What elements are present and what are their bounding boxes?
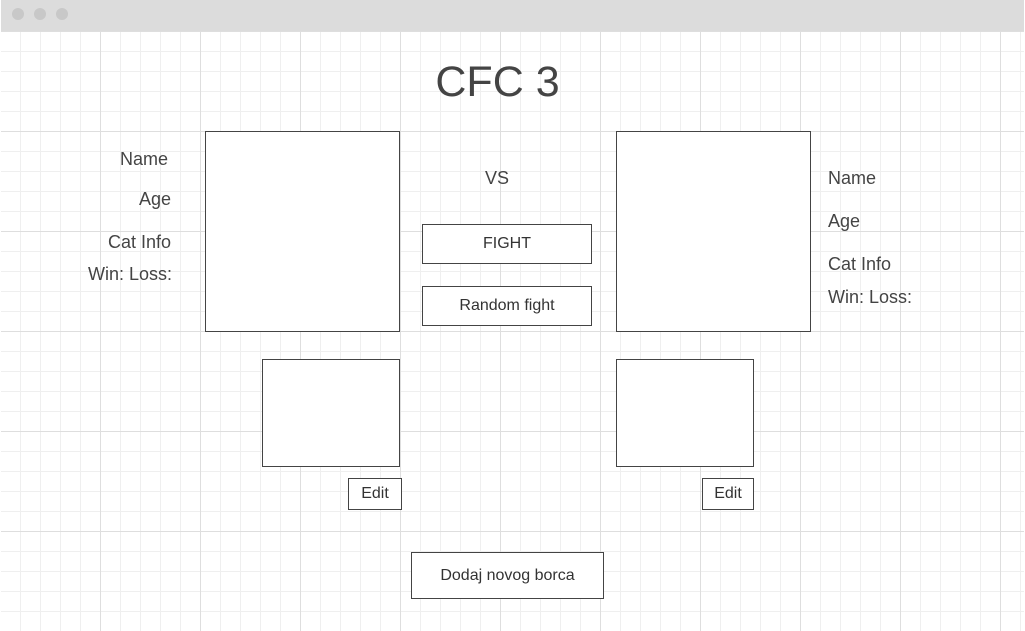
add-fighter-button[interactable]: Dodaj novog borca bbox=[411, 552, 604, 599]
right-win-loss-label: Win: Loss: bbox=[828, 287, 913, 307]
window-minimize-dot[interactable] bbox=[34, 8, 46, 20]
right-age-label: Age bbox=[828, 211, 861, 231]
vs-label: VS bbox=[485, 168, 510, 188]
fight-button[interactable]: FIGHT bbox=[422, 224, 592, 264]
right-fighter-image bbox=[616, 131, 811, 332]
right-name-label: Name bbox=[828, 168, 877, 188]
random-fight-button[interactable]: Random fight bbox=[422, 286, 592, 326]
window-close-dot[interactable] bbox=[12, 8, 24, 20]
left-fighter-thumbnail bbox=[262, 359, 400, 467]
right-edit-button[interactable]: Edit bbox=[702, 478, 754, 510]
right-fighter-thumbnail bbox=[616, 359, 754, 467]
grid-canvas bbox=[1, 31, 1024, 631]
left-win-loss-label: Win: Loss: bbox=[87, 264, 172, 284]
left-name-label: Name bbox=[119, 149, 168, 169]
right-cat-info-label: Cat Info bbox=[828, 254, 892, 274]
left-edit-button[interactable]: Edit bbox=[348, 478, 402, 510]
window-maximize-dot[interactable] bbox=[56, 8, 68, 20]
page-title: CFC 3 bbox=[435, 58, 560, 106]
left-age-label: Age bbox=[138, 189, 171, 209]
window-titlebar bbox=[1, 0, 1024, 31]
left-fighter-image bbox=[205, 131, 400, 332]
left-cat-info-label: Cat Info bbox=[107, 232, 171, 252]
